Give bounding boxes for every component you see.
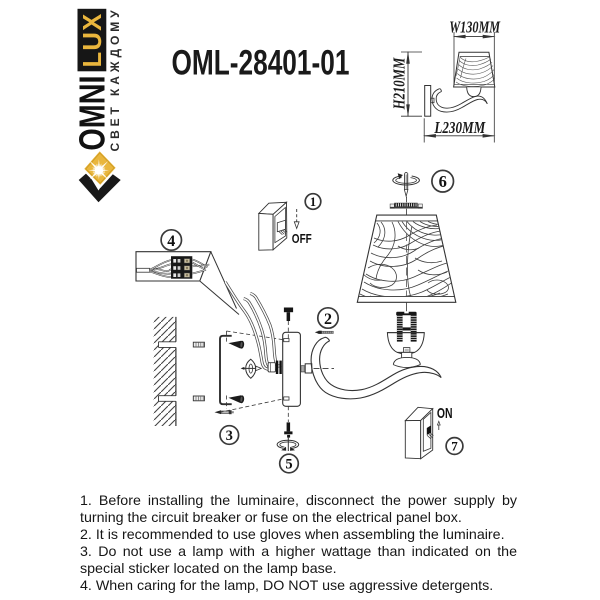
svg-text:LUX: LUX — [79, 13, 107, 68]
svg-text:OMNI: OMNI — [71, 76, 112, 151]
svg-text:ON: ON — [437, 406, 453, 422]
svg-text:L230MM: L230MM — [434, 118, 486, 137]
svg-text:7: 7 — [451, 439, 458, 454]
svg-text:СВЕТ КАЖДОМУ: СВЕТ КАЖДОМУ — [108, 7, 122, 152]
svg-text:W130MM: W130MM — [449, 19, 501, 37]
svg-text:4: 4 — [167, 233, 175, 250]
svg-text:3: 3 — [226, 428, 233, 444]
svg-text:OFF: OFF — [292, 233, 312, 246]
svg-text:1: 1 — [310, 195, 316, 209]
svg-text:OML-28401-01: OML-28401-01 — [172, 43, 350, 83]
svg-text:2: 2 — [324, 311, 332, 328]
svg-text:5: 5 — [285, 457, 292, 473]
svg-text:H210MM: H210MM — [391, 57, 409, 110]
svg-text:6: 6 — [439, 172, 447, 191]
